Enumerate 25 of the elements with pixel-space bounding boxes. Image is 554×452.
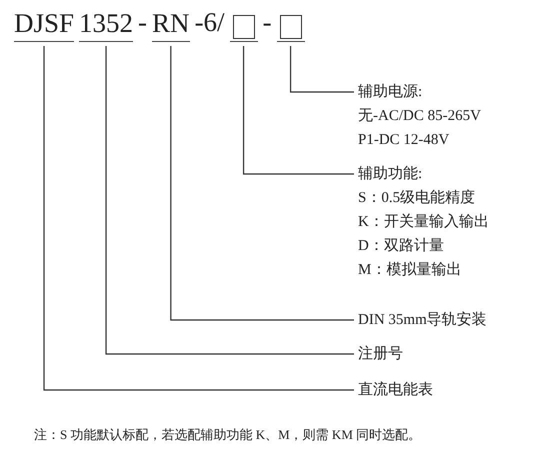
- option-text: M：模拟量输出: [358, 260, 462, 280]
- leader-line: [242, 46, 354, 175]
- leader-line: [290, 46, 354, 93]
- code-segment: DJSF: [14, 7, 74, 42]
- underlined-placeholder-box: [276, 15, 305, 42]
- option-heading: 辅助电源:: [358, 82, 424, 102]
- description-text: DIN 35mm导轨安装: [358, 308, 487, 332]
- leader-line: [105, 46, 354, 355]
- underlined-placeholder-box: [230, 15, 258, 42]
- option-text: S：0.5级电能精度: [358, 188, 476, 208]
- note-text: 注：S 功能默认标配，若选配辅助功能 K、M，则需 KM 同时选配。: [34, 426, 422, 444]
- code-segment: 1352: [79, 7, 134, 42]
- description-text: 直流电能表: [358, 378, 433, 402]
- code-separator: -6/: [194, 6, 225, 39]
- leader-line: [43, 46, 354, 391]
- leader-line: [170, 46, 354, 321]
- option-text: D：双路计量: [358, 236, 445, 256]
- code-separator: -: [138, 6, 148, 39]
- option-text: P1-DC 12-48V: [358, 131, 450, 150]
- code-segment: RN: [152, 7, 190, 42]
- option-text: 无-AC/DC 85-265V: [358, 107, 481, 126]
- description-text: 注册号: [358, 342, 403, 366]
- option-text: K：开关量输入输出: [358, 212, 489, 232]
- code-separator: -: [262, 6, 272, 39]
- option-heading: 辅助功能:: [358, 164, 424, 184]
